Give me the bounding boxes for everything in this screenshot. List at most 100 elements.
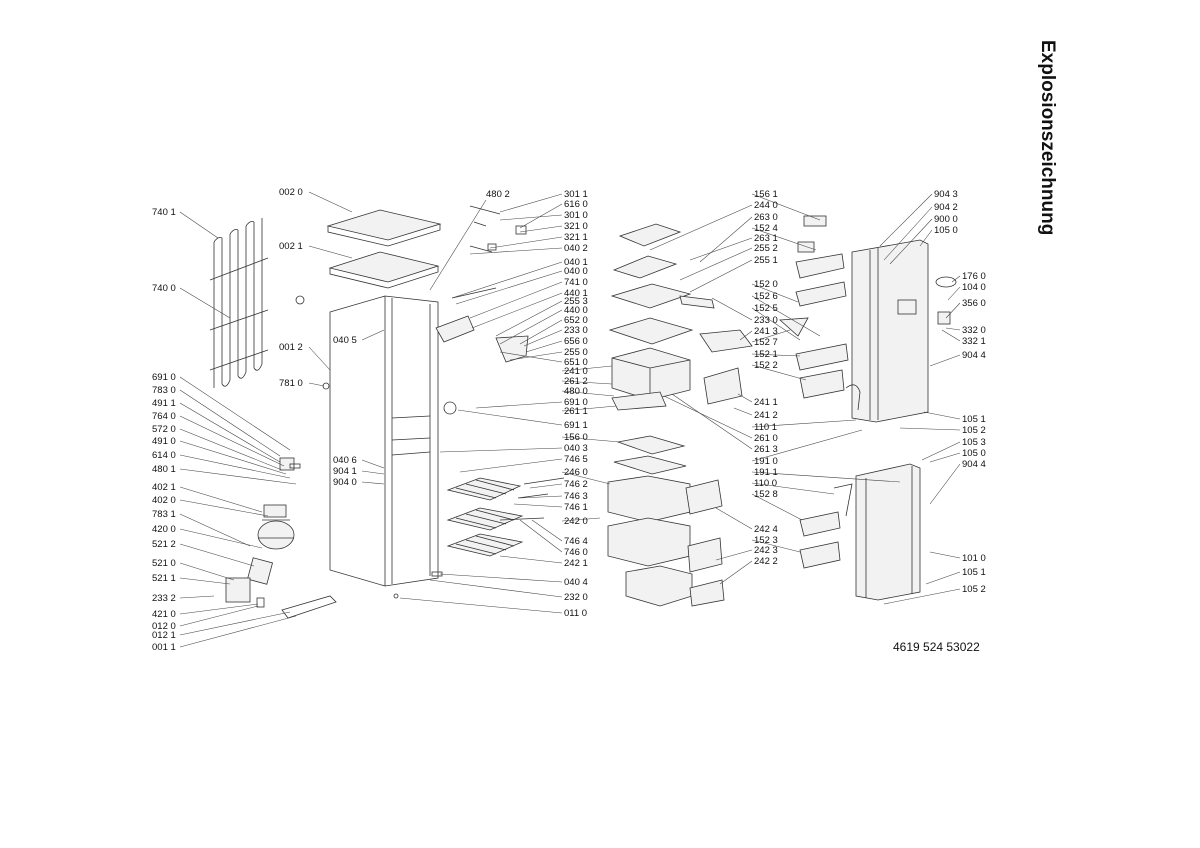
top-cover-panels bbox=[326, 209, 442, 289]
leader-line bbox=[929, 463, 961, 505]
part-label: 242 0 bbox=[564, 516, 588, 527]
leader-line bbox=[179, 562, 235, 581]
part-label: 904 3 bbox=[934, 189, 958, 200]
part-label: 740 0 bbox=[152, 283, 176, 294]
part-label: 572 0 bbox=[152, 424, 176, 435]
part-label: 242 1 bbox=[564, 558, 588, 569]
leader-line bbox=[751, 419, 857, 428]
leader-line bbox=[361, 481, 385, 485]
leader-line bbox=[429, 579, 563, 598]
part-label: 904 4 bbox=[962, 350, 986, 361]
part-label: 002 1 bbox=[279, 241, 303, 252]
leader-line bbox=[509, 351, 563, 361]
leader-line bbox=[519, 495, 563, 499]
leader-line bbox=[561, 365, 613, 372]
leader-line bbox=[308, 346, 331, 371]
part-label: 152 0 bbox=[754, 279, 778, 290]
part-label: 152 8 bbox=[754, 489, 778, 500]
part-label: 261 2 bbox=[564, 376, 588, 387]
leader-line bbox=[179, 454, 291, 479]
leader-line bbox=[921, 441, 961, 461]
leader-line bbox=[751, 307, 801, 341]
leader-line bbox=[899, 427, 961, 431]
leader-line bbox=[947, 286, 961, 301]
leader-line bbox=[751, 295, 821, 337]
part-label: 040 2 bbox=[564, 243, 588, 254]
part-label: 233 0 bbox=[564, 325, 588, 336]
part-label: 152 6 bbox=[754, 291, 778, 302]
leader-line bbox=[751, 329, 791, 343]
leader-line bbox=[179, 595, 215, 599]
part-label: 301 0 bbox=[564, 210, 588, 221]
leader-line bbox=[179, 211, 219, 239]
leader-line bbox=[715, 507, 753, 530]
leader-line bbox=[751, 227, 817, 251]
compressor-assembly bbox=[225, 457, 337, 619]
part-label: 001 2 bbox=[279, 342, 303, 353]
condenser-coil bbox=[209, 218, 269, 388]
leader-line bbox=[179, 389, 281, 457]
upper-compartment-parts bbox=[608, 223, 753, 411]
part-label: 104 0 bbox=[962, 282, 986, 293]
leader-line bbox=[179, 611, 291, 636]
part-label: 321 1 bbox=[564, 232, 588, 243]
leader-line bbox=[499, 351, 563, 363]
drawers-and-crisper bbox=[607, 435, 725, 607]
leader-line bbox=[751, 471, 901, 483]
leader-line bbox=[751, 429, 863, 462]
leader-line bbox=[739, 330, 753, 341]
part-label: 691 0 bbox=[564, 397, 588, 408]
part-label: 040 6 bbox=[333, 455, 357, 466]
part-label: 783 1 bbox=[152, 509, 176, 520]
leader-line bbox=[923, 411, 961, 420]
leader-line bbox=[879, 193, 933, 247]
part-label: 904 1 bbox=[333, 466, 357, 477]
leader-line bbox=[889, 218, 933, 265]
part-label: 012 1 bbox=[152, 630, 176, 641]
part-label: 741 0 bbox=[564, 277, 588, 288]
part-label: 105 1 bbox=[962, 414, 986, 425]
part-label: 656 0 bbox=[564, 336, 588, 347]
leader-line bbox=[179, 402, 281, 463]
part-label: 746 3 bbox=[564, 491, 588, 502]
part-label: 255 3 bbox=[564, 296, 588, 307]
part-label: 616 0 bbox=[564, 199, 588, 210]
part-label: 904 4 bbox=[962, 459, 986, 470]
part-label: 241 1 bbox=[754, 397, 778, 408]
leader-line bbox=[561, 471, 611, 485]
leader-line bbox=[945, 327, 961, 331]
part-label: 156 1 bbox=[754, 189, 778, 200]
leader-line bbox=[737, 393, 753, 403]
leader-line bbox=[179, 528, 263, 549]
leader-line bbox=[561, 517, 601, 522]
leader-line bbox=[719, 560, 753, 585]
part-label: 521 2 bbox=[152, 539, 176, 550]
leader-line bbox=[531, 519, 563, 542]
part-label: 746 4 bbox=[564, 536, 588, 547]
leader-line bbox=[179, 486, 263, 513]
part-label: 105 0 bbox=[934, 225, 958, 236]
leader-line bbox=[751, 364, 807, 381]
part-label: 261 1 bbox=[564, 406, 588, 417]
part-label: 421 0 bbox=[152, 609, 176, 620]
leader-line bbox=[561, 390, 615, 397]
leader-line bbox=[883, 206, 933, 261]
part-label: 651 0 bbox=[564, 357, 588, 368]
part-label: 244 0 bbox=[754, 200, 778, 211]
leader-line bbox=[689, 237, 753, 261]
leader-line bbox=[179, 415, 285, 467]
part-label: 480 2 bbox=[486, 189, 510, 200]
part-label: 255 0 bbox=[564, 347, 588, 358]
leader-line bbox=[529, 483, 563, 489]
leader-line bbox=[649, 204, 753, 251]
leader-line bbox=[471, 292, 563, 329]
part-label: 263 1 bbox=[754, 233, 778, 244]
freezer-grid-shelves bbox=[446, 477, 524, 557]
part-label: 242 4 bbox=[754, 524, 778, 535]
leader-line bbox=[919, 229, 933, 247]
part-label: 900 0 bbox=[934, 214, 958, 225]
leader-line bbox=[179, 605, 259, 627]
part-label: 232 0 bbox=[564, 592, 588, 603]
part-label: 105 2 bbox=[962, 425, 986, 436]
leader-line bbox=[523, 329, 563, 347]
